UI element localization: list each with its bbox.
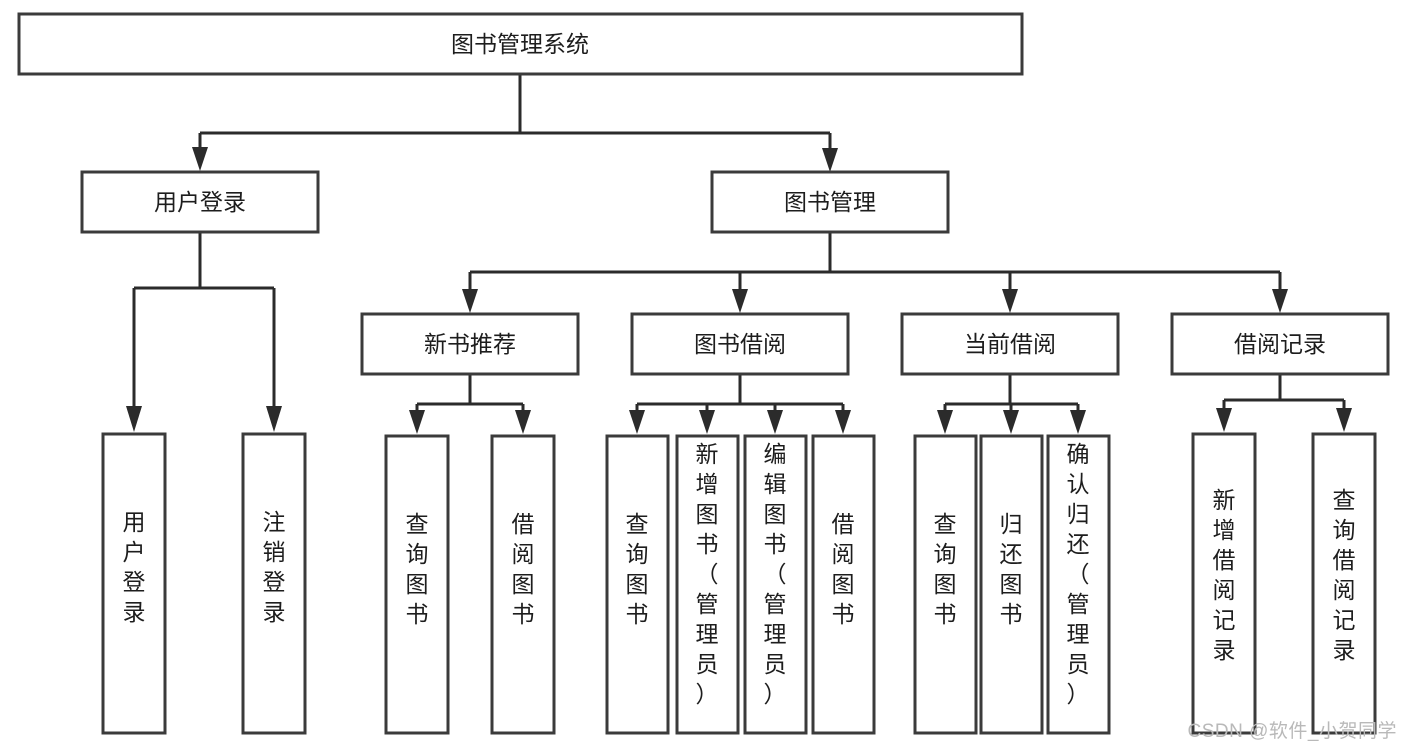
arrow-nbr-leaf-1 <box>515 410 531 434</box>
arrow-user-login-leaf-1 <box>266 406 282 432</box>
leaf-box[interactable] <box>743 434 808 735</box>
leaf-label: 查询图书 <box>406 511 429 627</box>
book-borrow-label: 图书借阅 <box>694 331 786 357</box>
current-borrow-box[interactable] <box>900 312 1120 376</box>
leaf-label: 新增借阅记录 <box>1213 487 1236 663</box>
leaf-label: 新增图书（管理员） <box>696 441 719 707</box>
csdn-watermark: CSDN @软件_小贺同学 <box>1187 721 1397 742</box>
leaf-box[interactable] <box>811 434 876 735</box>
leaf-box[interactable] <box>101 432 167 735</box>
leaf-box[interactable] <box>913 434 978 735</box>
leaf-current-borrow-0[interactable]: 查询图书 <box>913 434 978 735</box>
leaf-box[interactable] <box>1046 434 1111 735</box>
leaf-label: 借阅图书 <box>832 511 855 627</box>
leaf-box[interactable] <box>384 434 450 735</box>
leaf-label: 确认归还（管理员） <box>1067 441 1090 707</box>
leaf-label: 注销登录 <box>263 509 286 625</box>
new-book-rec-label: 新书推荐 <box>424 331 516 357</box>
node-borrow-record[interactable]: 借阅记录 <box>1170 312 1390 376</box>
leaf-user-login-0[interactable]: 用户登录 <box>101 432 167 735</box>
arrow-to-borrow-record <box>1272 289 1288 313</box>
leaf-label: 查询借阅记录 <box>1333 487 1356 663</box>
leaf-label: 借阅图书 <box>512 511 535 627</box>
arrow-br-leaf-1 <box>1336 408 1352 432</box>
current-borrow-label: 当前借阅 <box>964 331 1056 357</box>
root-box[interactable] <box>17 12 1024 76</box>
book-borrow-box[interactable] <box>630 312 850 376</box>
leaf-borrow-record-1[interactable]: 查询借阅记录 <box>1311 432 1377 735</box>
leaf-borrow-record-0[interactable]: 新增借阅记录 <box>1191 432 1257 735</box>
arrow-bb-leaf-1 <box>699 410 715 434</box>
leaf-box[interactable] <box>605 434 670 735</box>
book-manage-label: 图书管理 <box>784 189 876 215</box>
arrow-to-book-borrow <box>732 289 748 313</box>
leaf-box[interactable] <box>675 434 740 735</box>
leaf-box[interactable] <box>490 434 556 735</box>
connector-layer <box>126 74 1352 434</box>
node-new-book-rec[interactable]: 新书推荐 <box>360 312 580 376</box>
arrow-to-book-manage <box>822 148 838 172</box>
new-book-rec-box[interactable] <box>360 312 580 376</box>
user-login-box[interactable] <box>80 170 320 234</box>
leaf-label: 查询图书 <box>934 511 957 627</box>
arrow-nbr-leaf-0 <box>409 410 425 434</box>
node-root[interactable]: 图书管理系统 <box>17 12 1024 76</box>
leaf-new-book-rec-1[interactable]: 借阅图书 <box>490 434 556 735</box>
node-current-borrow[interactable]: 当前借阅 <box>900 312 1120 376</box>
leaf-box[interactable] <box>1191 432 1257 735</box>
leaf-label: 查询图书 <box>626 511 649 627</box>
leaf-current-borrow-2[interactable]: 确认归还（管理员） <box>1046 434 1111 735</box>
leaf-current-borrow-1[interactable]: 归还图书 <box>979 434 1044 735</box>
arrow-bb-leaf-0 <box>629 410 645 434</box>
arrow-to-user-login <box>192 147 208 171</box>
leaf-label: 用户登录 <box>123 509 146 625</box>
book-manage-box[interactable] <box>710 170 950 234</box>
leaf-book-borrow-1[interactable]: 新增图书（管理员） <box>675 434 740 735</box>
arrow-cb-leaf-1 <box>1003 410 1019 434</box>
leaf-label: 编辑图书（管理员） <box>764 441 787 707</box>
arrow-user-login-leaf-0 <box>126 406 142 432</box>
leaf-book-borrow-0[interactable]: 查询图书 <box>605 434 670 735</box>
arrow-cb-leaf-2 <box>1070 410 1086 434</box>
leaf-new-book-rec-0[interactable]: 查询图书 <box>384 434 450 735</box>
leaf-box[interactable] <box>979 434 1044 735</box>
leaf-user-login-1[interactable]: 注销登录 <box>241 432 307 735</box>
node-book-borrow[interactable]: 图书借阅 <box>630 312 850 376</box>
leaf-book-borrow-2[interactable]: 编辑图书（管理员） <box>743 434 808 735</box>
borrow-record-box[interactable] <box>1170 312 1390 376</box>
leaf-label: 归还图书 <box>1000 511 1023 627</box>
arrow-bb-leaf-3 <box>835 410 851 434</box>
leaf-box[interactable] <box>241 432 307 735</box>
arrow-bb-leaf-2 <box>767 410 783 434</box>
node-user-login[interactable]: 用户登录 <box>80 170 320 234</box>
root-label: 图书管理系统 <box>451 31 589 57</box>
borrow-record-label: 借阅记录 <box>1234 331 1326 357</box>
leaf-box[interactable] <box>1311 432 1377 735</box>
arrow-to-new-book-rec <box>462 289 478 313</box>
arrow-br-leaf-0 <box>1216 408 1232 432</box>
leaf-book-borrow-3[interactable]: 借阅图书 <box>811 434 876 735</box>
user-login-label: 用户登录 <box>154 189 246 215</box>
arrow-cb-leaf-0 <box>937 410 953 434</box>
arrow-to-current-borrow <box>1002 289 1018 313</box>
node-book-manage[interactable]: 图书管理 <box>710 170 950 234</box>
